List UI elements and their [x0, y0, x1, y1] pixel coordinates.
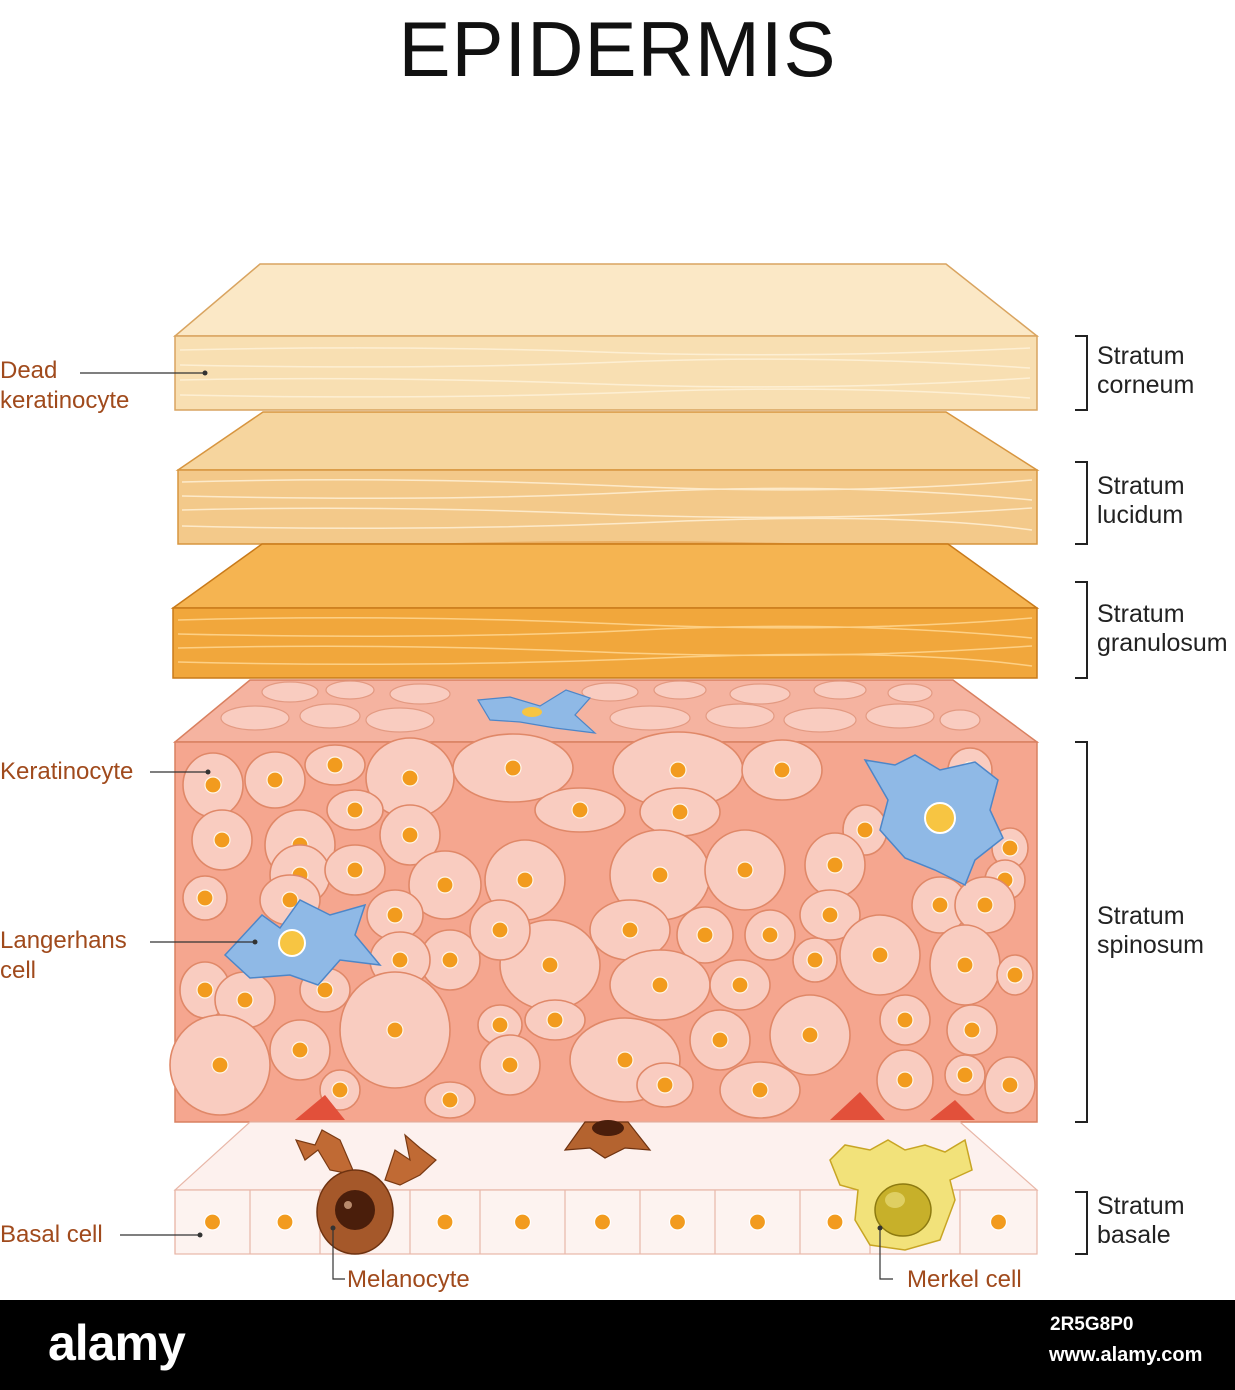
stratum-granulosum-slab — [170, 543, 1040, 679]
label-stratum-corneum: Stratum corneum — [1097, 342, 1194, 400]
label-merkel-cell: Merkel cell — [907, 1266, 1022, 1293]
watermark-image-id: 2R5G8P0 — [1050, 1314, 1134, 1335]
label-stratum-basale-line2: basale — [1097, 1221, 1171, 1249]
label-stratum-corneum-line1: Stratum — [1097, 342, 1185, 370]
melanocyte-partial — [563, 1120, 652, 1159]
stratum-corneum-slab — [172, 263, 1040, 411]
label-stratum-lucidum-line2: lucidum — [1097, 501, 1184, 529]
label-basal-cell: Basal cell — [0, 1221, 103, 1248]
label-stratum-corneum-line2: corneum — [1097, 371, 1195, 399]
label-stratum-basale: Stratum basale — [1097, 1192, 1185, 1250]
label-melanocyte: Melanocyte — [347, 1266, 470, 1293]
label-stratum-lucidum-line1: Stratum — [1097, 472, 1185, 500]
label-stratum-granulosum-line1: Stratum — [1097, 600, 1185, 628]
label-dead-keratinocyte: Dead keratinocyte — [0, 356, 129, 416]
label-langerhans-line2: cell — [0, 957, 37, 984]
diagram-title: EPIDERMIS — [398, 5, 837, 93]
label-stratum-spinosum-line1: Stratum — [1097, 902, 1185, 930]
label-langerhans-line1: Langerhans — [0, 927, 127, 954]
watermark-footer: alamy 2R5G8P0 www.alamy.com — [0, 1300, 1235, 1390]
watermark-brand: alamy — [48, 1315, 186, 1371]
melanocyte — [294, 1129, 437, 1255]
label-stratum-basale-line1: Stratum — [1097, 1192, 1185, 1220]
merkel-cell — [829, 1138, 973, 1251]
label-stratum-lucidum: Stratum lucidum — [1097, 472, 1185, 530]
label-stratum-spinosum: Stratum spinosum — [1097, 902, 1204, 960]
epidermis-diagram — [80, 263, 1088, 1280]
leader-dots — [197, 370, 883, 1238]
leader-lines — [80, 372, 893, 1280]
label-stratum-granulosum-line2: granulosum — [1097, 629, 1228, 657]
langerhans-cell-2 — [863, 754, 1004, 887]
stratum-lucidum-slab — [175, 411, 1040, 545]
label-stratum-granulosum: Stratum granulosum — [1097, 600, 1228, 658]
watermark-url: www.alamy.com — [1049, 1344, 1203, 1366]
label-stratum-spinosum-line2: spinosum — [1097, 931, 1204, 959]
layer-brackets — [1075, 335, 1088, 1255]
langerhans-cell-top — [476, 689, 597, 734]
label-dead-keratinocyte-line1: Dead — [0, 357, 58, 384]
langerhans-cell-1 — [223, 899, 382, 986]
label-dead-keratinocyte-line2: keratinocyte — [0, 387, 130, 414]
label-keratinocyte: Keratinocyte — [0, 758, 134, 785]
label-langerhans-cell: Langerhans cell — [0, 926, 127, 986]
